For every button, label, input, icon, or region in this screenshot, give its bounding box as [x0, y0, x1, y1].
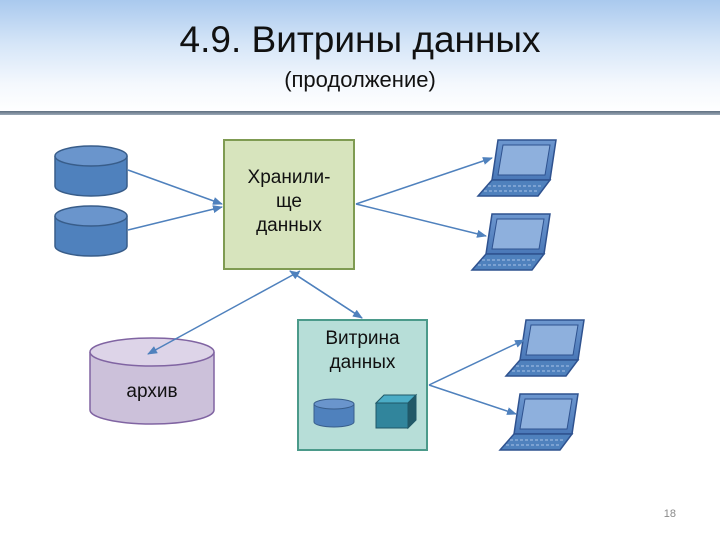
laptop-icon-3	[504, 319, 585, 377]
slide-title: 4.9. Витрины данных	[179, 19, 541, 60]
data-warehouse-label: Хранили- ще данных	[247, 167, 331, 236]
slide-header-band	[0, 0, 720, 112]
arrow-warehouse-to-laptop1	[355, 157, 493, 205]
arrow-warehouse-to-laptop2	[355, 203, 487, 238]
data-mart-box	[297, 319, 428, 451]
archive-cylinder-icon	[89, 337, 215, 425]
arrow-warehouse-to-datamart-back	[289, 270, 363, 319]
data-warehouse-box	[223, 139, 355, 270]
header-divider	[0, 111, 720, 115]
arrow-datamart-to-laptop4	[428, 384, 517, 415]
arrow-warehouse-to-archive	[147, 270, 301, 355]
data-mart-cube-icon	[374, 393, 418, 430]
archive-label: архив	[126, 381, 178, 402]
data-mart-label: Витрина данных	[325, 328, 400, 373]
data-mart-database-icon	[313, 398, 355, 428]
source-database-icon-2	[54, 205, 128, 257]
arrow-source1-to-warehouse	[127, 169, 223, 205]
slide-subtitle: (продолжение)	[284, 67, 436, 92]
arrow-source2-to-warehouse	[127, 205, 223, 231]
arrow-datamart-to-laptop3	[428, 339, 525, 386]
source-database-icon-1	[54, 145, 128, 197]
laptop-icon-2	[470, 213, 551, 271]
laptop-icon-1	[476, 139, 557, 197]
page-number: 18	[663, 508, 676, 520]
laptop-icon-4	[498, 393, 579, 451]
